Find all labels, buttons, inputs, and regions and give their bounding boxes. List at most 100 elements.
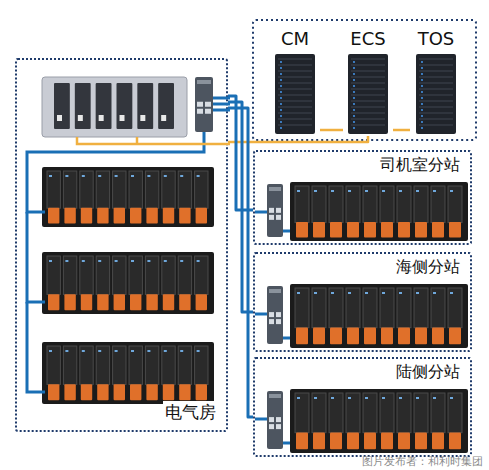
- area-label: 陆侧分站: [394, 362, 462, 383]
- terminal-block: [81, 294, 92, 310]
- server-slot: [351, 119, 385, 120]
- plc-port: [78, 115, 83, 121]
- server-slot: [278, 65, 312, 66]
- module-led: [399, 397, 402, 399]
- area-label: 电气房: [163, 401, 218, 424]
- ethernet-wire: [136, 137, 139, 144]
- module-led: [348, 397, 351, 399]
- rack-module: [47, 256, 60, 294]
- server-slot: [278, 107, 312, 108]
- server-slot: [278, 95, 312, 96]
- area-label: 司机室分站: [378, 155, 462, 176]
- plc-module: [158, 83, 174, 129]
- terminal-block: [398, 222, 410, 237]
- module-led: [365, 292, 368, 294]
- station-panel: 海侧分站: [253, 252, 472, 352]
- terminal-block: [179, 208, 190, 224]
- rack-module: [312, 288, 326, 328]
- cabinet-body: [275, 54, 315, 134]
- ethernet-wire: [77, 137, 230, 144]
- rack-module: [129, 171, 142, 208]
- server-slot: [278, 119, 312, 120]
- switch-port: [197, 102, 203, 107]
- module-led: [348, 292, 351, 294]
- rack-module: [431, 186, 445, 223]
- rack-body: [42, 342, 214, 404]
- fieldbus-wire: [283, 230, 290, 233]
- server-led: [280, 67, 282, 69]
- terminal-block: [381, 328, 393, 345]
- rack-module: [63, 171, 76, 208]
- rack-module: [178, 171, 191, 208]
- server-slot: [278, 89, 312, 90]
- module-led: [450, 292, 453, 294]
- server-led: [421, 127, 423, 129]
- terminal-block: [97, 294, 108, 310]
- rack-module: [363, 393, 377, 433]
- module-led: [197, 260, 200, 262]
- rack-module: [295, 186, 309, 223]
- terminal-block: [313, 433, 325, 450]
- switch-body: [267, 286, 283, 344]
- rack-module: [448, 186, 462, 223]
- switch-port: [276, 208, 281, 213]
- module-led: [131, 175, 134, 177]
- terminal-block: [163, 384, 174, 400]
- terminal-block: [296, 222, 308, 237]
- server-slot: [351, 95, 385, 96]
- module-led: [147, 175, 150, 177]
- fieldbus-wire: [27, 302, 45, 392]
- rack-module: [129, 256, 142, 294]
- module-led: [65, 175, 68, 177]
- terminal-block: [415, 222, 427, 237]
- station-panel: 电气房: [15, 58, 228, 432]
- server-led: [280, 97, 282, 99]
- module-led: [433, 397, 436, 399]
- rack-module: [397, 186, 411, 223]
- module-led: [164, 175, 167, 177]
- plc-port: [57, 115, 62, 121]
- server-slot: [419, 113, 453, 114]
- rack-body: [290, 284, 468, 348]
- module-led: [49, 175, 52, 177]
- terminal-block: [347, 433, 359, 450]
- rack-module: [96, 171, 109, 208]
- terminal-block: [449, 328, 461, 345]
- switch-port: [197, 109, 203, 114]
- module-led: [297, 397, 300, 399]
- module-led: [49, 350, 52, 352]
- rack-module: [195, 256, 208, 294]
- rack-module: [63, 346, 76, 384]
- rack-module: [195, 171, 208, 208]
- rack-module: [312, 393, 326, 433]
- module-led: [433, 190, 436, 192]
- station-panel: 陆侧分站: [253, 357, 472, 457]
- rack-module: [162, 171, 175, 208]
- server-led: [353, 127, 355, 129]
- server-slot: [351, 113, 385, 114]
- module-led: [65, 260, 68, 262]
- terminal-block: [81, 384, 92, 400]
- rack-module: [96, 256, 109, 294]
- switch-port: [205, 109, 211, 114]
- plc-module: [137, 83, 153, 129]
- server-led: [421, 115, 423, 117]
- rack-module: [113, 256, 126, 294]
- fieldbus-wire: [255, 211, 267, 214]
- server-slot: [351, 59, 385, 60]
- server-slot: [419, 83, 453, 84]
- rack-body: [42, 252, 214, 314]
- io-rack: [42, 252, 214, 314]
- module-led: [115, 350, 118, 352]
- switch-body: [267, 184, 283, 237]
- rack-module: [47, 171, 60, 208]
- plc-module: [96, 83, 112, 129]
- terminal-block: [114, 384, 125, 400]
- switch-port: [205, 102, 211, 107]
- terminal-block: [114, 208, 125, 224]
- io-rack: [290, 389, 468, 453]
- terminal-block: [415, 328, 427, 345]
- module-led: [98, 260, 101, 262]
- rack-module: [295, 288, 309, 328]
- terminal-block: [432, 433, 444, 450]
